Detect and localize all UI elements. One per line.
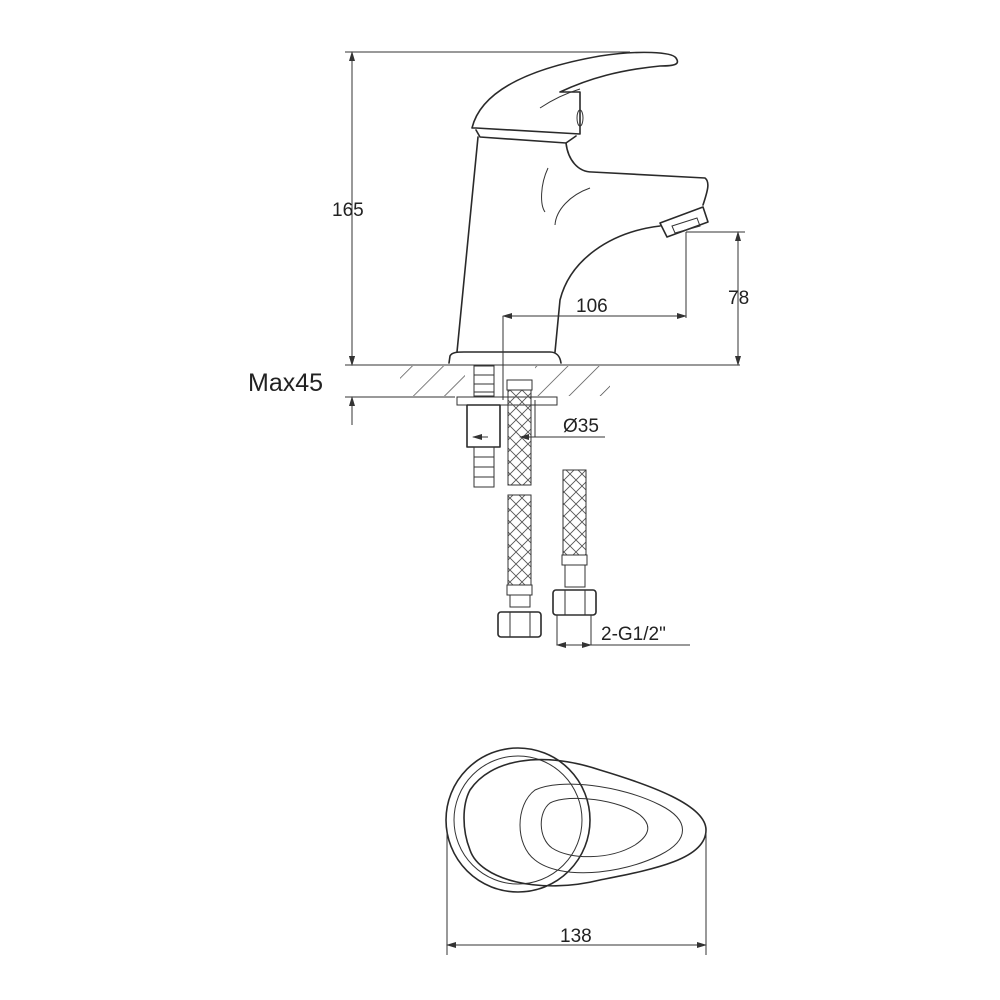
dimensions: 165 78 106 Max45 Ø35 2-G1/2" [248,51,749,648]
dim-height: 165 [332,200,364,221]
dim-hole-diameter: Ø35 [563,416,599,437]
dim-top-length: 138 [560,926,592,947]
dim-connection: 2-G1/2" [601,624,666,645]
spout [565,142,709,206]
base-plate [448,351,562,364]
countertop [345,364,740,406]
mounting-and-hoses [466,365,597,646]
faucet-top-view: 138 [445,747,707,955]
faucet-side-view [448,51,709,364]
dim-max-thickness: Max45 [248,369,323,397]
aerator [659,206,709,238]
dim-spout-height: 78 [728,288,749,309]
dim-spout-reach: 106 [576,296,608,317]
lever [471,51,679,135]
